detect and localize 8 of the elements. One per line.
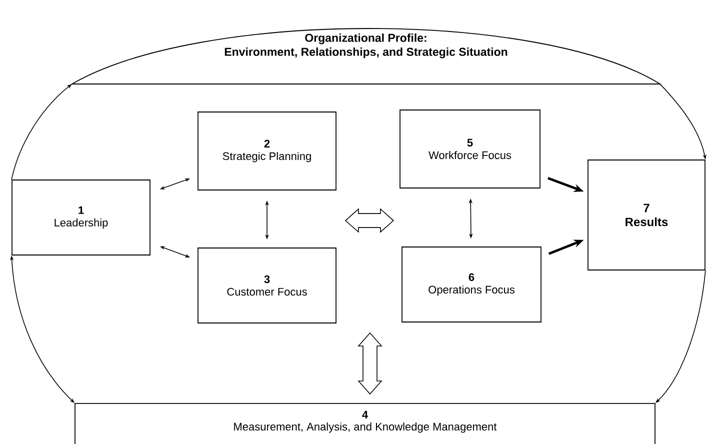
category-box: 2 Strategic Planning [198,112,336,190]
category-box: 1 Leadership [12,180,150,256]
category-box: 5 Workforce Focus [400,110,540,188]
category-box: 6 Operations Focus [402,246,542,322]
profile-band: Organizational Profile: Environment, Relationships, and Strategic Situation [72,28,660,84]
measurement-box: 4 Measurement, Analysis, and Knowledge Management [74,403,656,444]
results-box: 7 Results [588,160,706,270]
category-box: 3 Customer Focus [198,248,336,324]
